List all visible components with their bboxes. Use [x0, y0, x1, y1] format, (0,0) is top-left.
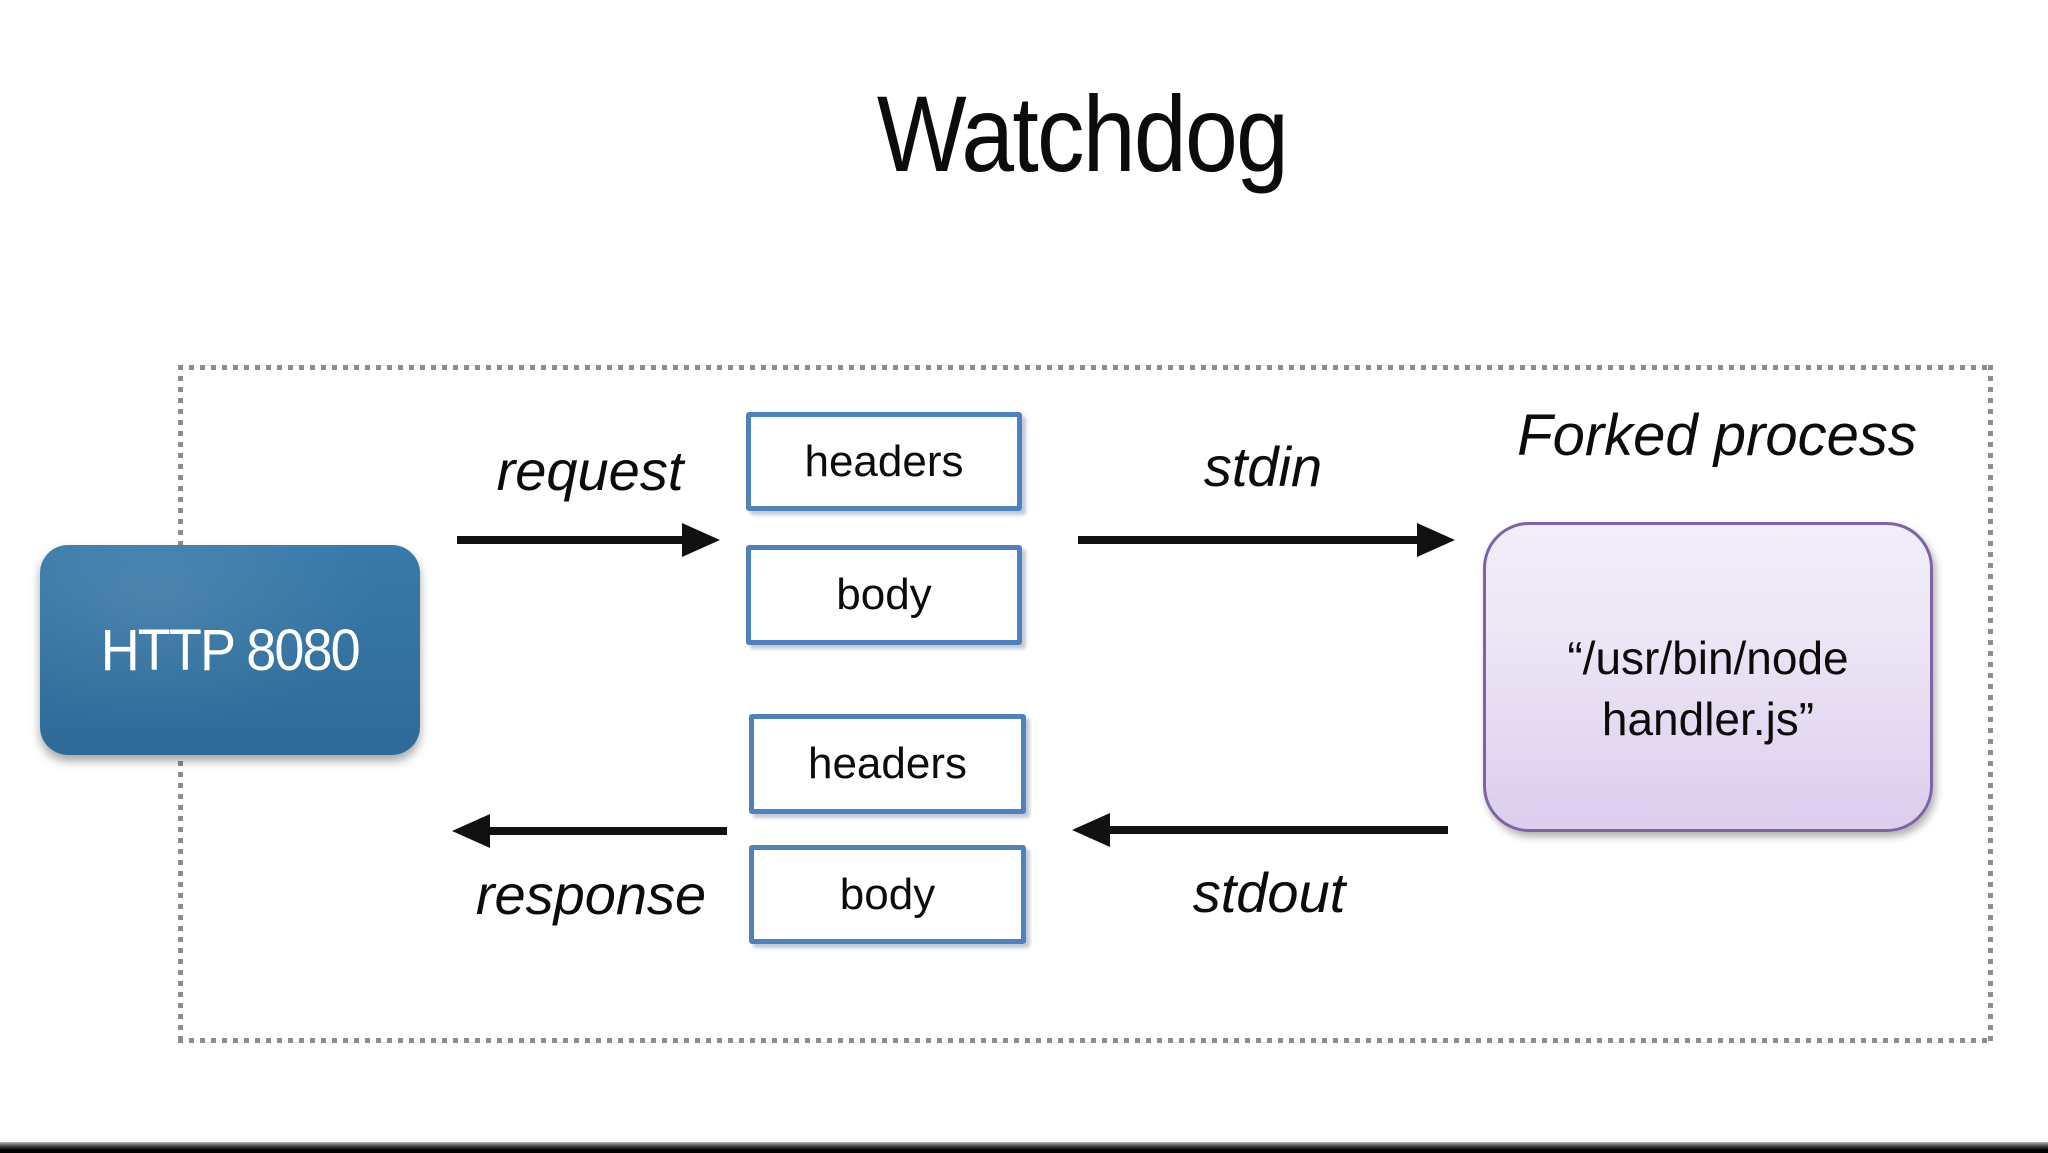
http-server-node: HTTP 8080 [40, 545, 420, 755]
stdin-label: stdin [1203, 435, 1323, 498]
response-body-box: body [749, 845, 1026, 944]
request-arrow-icon [457, 523, 720, 557]
response-body-label: body [839, 869, 936, 919]
response-arrowhead-icon [452, 814, 490, 848]
stdin-arrow-icon [1078, 523, 1455, 557]
forked-process-caption: Forked process [1517, 403, 1917, 468]
response-arrow-shaft [485, 827, 727, 835]
http-server-label: HTTP 8080 [100, 617, 361, 683]
request-headers-label: headers [804, 436, 964, 486]
response-arrow-icon [452, 814, 727, 848]
request-body-label: body [836, 570, 932, 619]
boundary-bottom-edge [178, 1038, 1993, 1043]
response-headers-box: headers [749, 714, 1026, 814]
request-arrowhead-icon [682, 523, 720, 557]
forked-command-line-1: “/usr/bin/node [1567, 632, 1849, 685]
forked-process-node: “/usr/bin/node handler.js” [1483, 522, 1933, 832]
boundary-top-edge [178, 365, 1993, 370]
request-body-box: body [746, 545, 1022, 645]
forked-command-line-2: handler.js” [1601, 693, 1815, 745]
boundary-right-edge [1988, 365, 1993, 1043]
stdout-label: stdout [1192, 861, 1346, 924]
stdin-arrowhead-icon [1417, 523, 1455, 557]
page-title: Watchdog [876, 73, 1289, 194]
stdout-arrowhead-icon [1072, 813, 1110, 847]
stdout-arrow-icon [1072, 813, 1448, 847]
request-label: request [496, 439, 684, 502]
slide-bottom-divider [0, 1142, 2048, 1153]
response-headers-label: headers [807, 739, 967, 788]
stdout-arrow-shaft [1105, 826, 1448, 834]
request-arrow-shaft [457, 536, 687, 544]
response-label: response [475, 863, 707, 926]
request-headers-box: headers [746, 412, 1022, 511]
stdin-arrow-shaft [1078, 536, 1422, 544]
